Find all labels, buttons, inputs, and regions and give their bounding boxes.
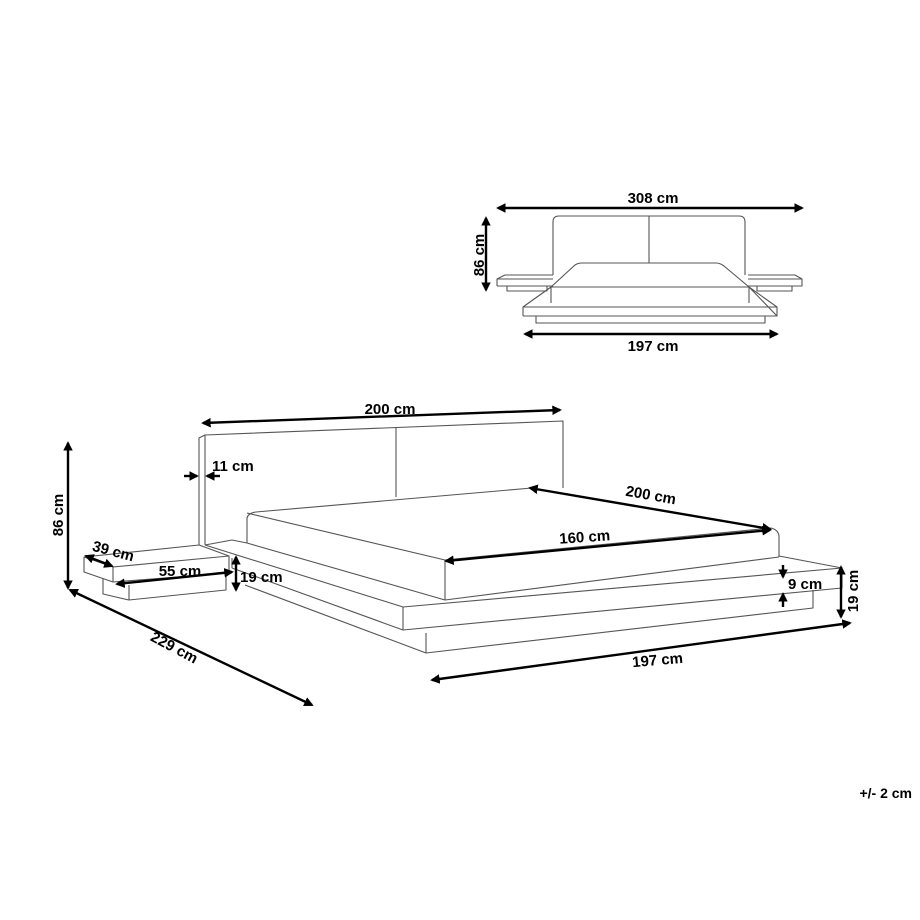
mattress-width-arrow [444, 525, 772, 566]
mattress-width-label: 160 cm [559, 527, 611, 548]
base-width-arrow [430, 619, 852, 684]
base-width-label: 197 cm [632, 650, 684, 671]
tolerance-note: +/- 2 cm [859, 785, 912, 801]
mattress-top [246, 487, 780, 561]
frame-height-label: 19 cm [845, 570, 862, 613]
headboard-width-label: 200 cm [365, 401, 416, 418]
front-height-label: 86 cm [471, 234, 488, 277]
total-length-label: 229 cm [148, 629, 201, 668]
headboard-thickness-label: 11 cm [212, 458, 254, 475]
headboard-width-arrow [201, 405, 562, 428]
mattress-length-arrow [528, 484, 772, 533]
front-plinth [535, 315, 766, 324]
nightstand-depth-arrow [84, 554, 114, 568]
perspective-bed-drawing [83, 420, 843, 654]
nightstand-width-arrow [115, 568, 234, 588]
front-base-width-label: 197 cm [628, 338, 679, 355]
total-height-label: 86 cm [50, 494, 67, 537]
total-length-arrow [68, 588, 314, 707]
nightstand-width-label: 55 cm [159, 563, 202, 580]
headboard [198, 420, 564, 545]
front-nightstand-right [748, 274, 803, 292]
front-nightstand-left [496, 274, 553, 292]
frame-top-label: 9 cm [788, 576, 822, 593]
front-mattress [550, 262, 750, 303]
mattress-sides [246, 542, 780, 601]
front-platform [522, 286, 778, 317]
nightstand-height-label: 19 cm [240, 569, 283, 586]
nightstand-sides [83, 556, 230, 583]
platform-plinth [244, 584, 814, 654]
platform-top [204, 539, 843, 608]
front-width-label: 308 cm [628, 190, 679, 207]
front-view-drawing [496, 215, 803, 324]
